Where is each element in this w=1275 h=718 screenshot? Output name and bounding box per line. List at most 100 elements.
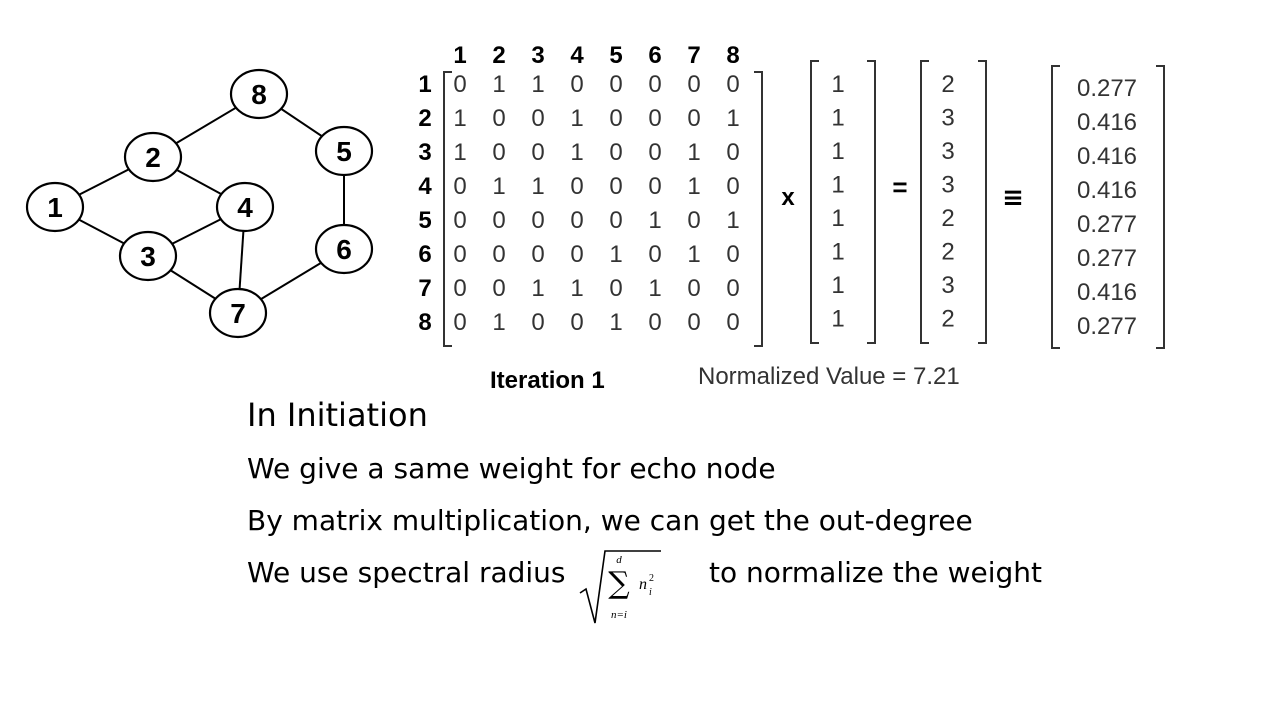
matrix-cell: 0 (648, 241, 661, 268)
equals-operator: = (892, 172, 907, 202)
matrix-col-header: 3 (531, 42, 544, 69)
graph-node-8 (229, 68, 289, 120)
matrix-row-header: 5 (418, 207, 431, 234)
matrix-row-header: 8 (418, 309, 431, 336)
matrix-cell: 0 (609, 71, 622, 98)
weight-vector-cell: 1 (831, 138, 844, 165)
spectral-radius-formula: d ∑ n=i n i 2 (579, 550, 661, 624)
result-vector-cell: 3 (941, 138, 954, 165)
matrix-cell: 1 (492, 173, 505, 200)
graph-node-label-4: 4 (237, 192, 253, 223)
matrix-cell: 1 (609, 309, 622, 336)
matrix-cell: 1 (687, 241, 700, 268)
matrix-cell: 0 (570, 309, 583, 336)
matrix-cell: 1 (726, 105, 739, 132)
matrix-cell: 1 (531, 71, 544, 98)
graph-node-3 (118, 230, 178, 282)
graph-node-7 (208, 287, 268, 339)
matrix-cell: 0 (726, 241, 739, 268)
matrix-cell: 1 (570, 139, 583, 166)
matrix-cell: 0 (726, 309, 739, 336)
graph-node-label-5: 5 (336, 136, 352, 167)
matrix-cell: 1 (648, 207, 661, 234)
weight-vector-cell: 1 (831, 239, 844, 266)
matrix-cell: 0 (726, 71, 739, 98)
matrix-col-header: 7 (687, 42, 700, 69)
iteration-label: Iteration 1 (490, 367, 605, 394)
matrix-cell: 1 (609, 241, 622, 268)
matrix-cell: 0 (453, 71, 466, 98)
section-heading: In Initiation (247, 396, 428, 434)
matrix-cell: 0 (531, 105, 544, 132)
graph-node-5 (314, 125, 374, 177)
matrix-cell: 0 (531, 139, 544, 166)
matrix-cell: 0 (453, 241, 466, 268)
matrix-cell: 0 (609, 207, 622, 234)
matrix-cell: 1 (570, 275, 583, 302)
bullet-line-weight: We give a same weight for echo node (247, 452, 776, 485)
matrix-cell: 0 (687, 105, 700, 132)
times-operator: x (781, 184, 795, 211)
result-vector-left-bracket (920, 60, 929, 344)
matrix-cell: 0 (531, 241, 544, 268)
normalized-vector-left-bracket (1051, 65, 1060, 349)
matrix-col-header: 5 (609, 42, 622, 69)
matrix-cell: 1 (726, 207, 739, 234)
matrix-cell: 1 (492, 71, 505, 98)
result-vector-cell: 3 (941, 172, 954, 199)
weight-vector-cell: 1 (831, 205, 844, 232)
adjacency-matrix-right-bracket (754, 71, 763, 347)
matrix-cell: 1 (453, 139, 466, 166)
equivalent-operator: ≡ (1002, 183, 1024, 213)
weight-vector-right-bracket (867, 60, 876, 344)
matrix-cell: 0 (453, 275, 466, 302)
matrix-cell: 0 (648, 105, 661, 132)
formula-lower-limit: n=i (611, 609, 627, 621)
matrix-cell: 0 (492, 139, 505, 166)
graph-node-label-2: 2 (145, 142, 161, 173)
matrix-cell: 0 (726, 139, 739, 166)
normalized-vector-cell: 0.416 (1077, 143, 1137, 170)
graph-node-label-8: 8 (251, 79, 267, 110)
bullet-line-out-degree: By matrix multiplication, we can get the… (247, 504, 973, 537)
normalized-vector-right-bracket (1156, 65, 1165, 349)
matrix-col-header: 4 (570, 42, 584, 69)
graph-node-label-3: 3 (140, 241, 156, 272)
weight-vector-cell: 1 (831, 272, 844, 299)
matrix-cell: 0 (687, 309, 700, 336)
graph-node-label-1: 1 (47, 192, 63, 223)
formula-base: n (639, 576, 647, 593)
graph-node-1 (25, 181, 85, 233)
matrix-cell: 1 (453, 105, 466, 132)
matrix-cell: 0 (687, 275, 700, 302)
matrix-cell: 1 (531, 275, 544, 302)
matrix-cell: 0 (570, 71, 583, 98)
matrix-cell: 0 (726, 173, 739, 200)
matrix-cell: 0 (453, 173, 466, 200)
matrix-cell: 0 (492, 241, 505, 268)
matrix-cell: 0 (453, 309, 466, 336)
result-vector-cell: 2 (941, 71, 954, 98)
weight-vector-cell: 1 (831, 71, 844, 98)
matrix-cell: 0 (648, 309, 661, 336)
formula-superscript: 2 (649, 573, 654, 584)
normalized-vector-cell: 0.277 (1077, 313, 1137, 340)
matrix-cell: 1 (687, 139, 700, 166)
normalized-vector-cell: 0.416 (1077, 279, 1137, 306)
matrix-cell: 0 (492, 275, 505, 302)
matrix-cell: 0 (726, 275, 739, 302)
matrix-cell: 0 (687, 207, 700, 234)
normalized-vector-cell: 0.277 (1077, 245, 1137, 272)
matrix-cell: 1 (531, 173, 544, 200)
matrix-row-header: 1 (418, 71, 431, 98)
adjacency-matrix-left-bracket (443, 71, 452, 347)
matrix-row-header: 3 (418, 139, 431, 166)
matrix-cell: 0 (609, 275, 622, 302)
normalized-vector-cell: 0.416 (1077, 177, 1137, 204)
matrix-cell: 0 (492, 105, 505, 132)
matrix-cell: 1 (492, 309, 505, 336)
matrix-cell: 0 (492, 207, 505, 234)
matrix-col-header: 8 (726, 42, 739, 69)
result-vector-cell: 2 (941, 306, 954, 333)
matrix-col-header: 6 (648, 42, 661, 69)
